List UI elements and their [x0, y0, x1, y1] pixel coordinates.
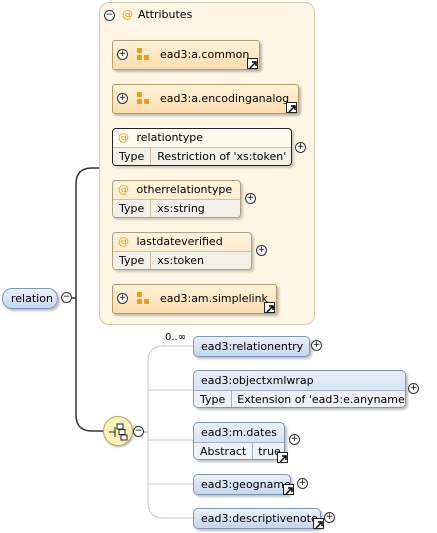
attribute-relationtype[interactable]: @ relationtype Type Restriction of 'xs:t…	[112, 128, 292, 166]
expand-button[interactable]: +	[311, 340, 322, 351]
attribute-label: otherrelationtype	[136, 183, 233, 196]
element-label: ead3:m.dates	[201, 426, 277, 439]
reference-arrow-icon[interactable]	[264, 302, 275, 313]
expand-icon: +	[118, 49, 127, 59]
attribute-group-icon	[137, 48, 149, 60]
root-to-attributes-line	[72, 167, 110, 299]
element-type-value: Extension of 'ead3:e.anyname'	[237, 393, 406, 406]
reference-arrow-icon[interactable]	[277, 452, 288, 463]
expand-icon: +	[325, 512, 334, 522]
reference-arrow-icon[interactable]	[283, 484, 294, 495]
attribute-group-icon	[137, 92, 149, 104]
attribute-group-label: ead3:am.simplelink	[160, 292, 268, 305]
expand-icon: +	[257, 245, 266, 255]
attribute-at-icon: @	[118, 183, 129, 196]
collapse-icon: −	[62, 292, 71, 302]
attribute-at-icon: @	[118, 235, 129, 248]
sequence-branch-line	[147, 345, 164, 519]
attribute-group-label: ead3:a.common	[160, 48, 250, 61]
attribute-group-a-common[interactable]	[112, 40, 260, 70]
expand-button[interactable]: +	[117, 293, 128, 304]
element-label: ead3:descriptivenote	[201, 512, 318, 525]
attributes-collapse-button[interactable]: −	[104, 10, 115, 21]
attribute-lastdateverified[interactable]: @ lastdateverified Type xs:token	[112, 232, 252, 270]
element-descriptivenote[interactable]: ead3:descriptivenote	[193, 508, 321, 529]
element-type-key: Abstract	[194, 443, 254, 459]
collapse-icon: −	[134, 426, 143, 436]
expand-icon: +	[118, 293, 127, 303]
element-type-key: Type	[194, 391, 233, 407]
collapse-icon: −	[105, 10, 114, 20]
attribute-type-key: Type	[113, 148, 152, 165]
expand-icon: +	[409, 383, 418, 393]
reference-arrow-icon[interactable]	[247, 58, 258, 69]
expand-icon: +	[290, 434, 299, 444]
attribute-group-a-encodinganalog[interactable]	[112, 84, 299, 114]
expand-icon: +	[298, 478, 307, 488]
expand-button[interactable]: +	[256, 245, 267, 256]
attributes-header: Attributes	[138, 8, 193, 21]
reference-arrow-icon[interactable]	[313, 518, 324, 529]
expand-button[interactable]: +	[245, 193, 256, 204]
attribute-group-icon	[137, 292, 149, 304]
attribute-label: relationtype	[136, 131, 204, 144]
root-to-sequence-line	[75, 298, 103, 432]
expand-button[interactable]: +	[117, 93, 128, 104]
expand-icon: +	[312, 340, 321, 350]
element-label: ead3:objectxmlwrap	[201, 374, 314, 387]
attribute-type-value: xs:string	[157, 202, 205, 215]
root-collapse-button[interactable]: −	[61, 292, 72, 303]
element-type-value: true	[258, 445, 281, 458]
element-m-dates[interactable]: ead3:m.dates Abstract true	[193, 422, 285, 460]
element-relationentry[interactable]: ead3:relationentry	[193, 336, 310, 357]
attribute-type-value: Restriction of 'xs:token'	[157, 150, 287, 163]
expand-button[interactable]: +	[324, 512, 335, 523]
element-geogname[interactable]: ead3:geogname	[193, 474, 291, 495]
element-label: ead3:relationentry	[201, 340, 304, 353]
attribute-at-icon: @	[122, 8, 133, 21]
expand-button[interactable]: +	[289, 434, 300, 445]
expand-button[interactable]: +	[295, 142, 306, 153]
expand-button[interactable]: +	[297, 478, 308, 489]
expand-button[interactable]: +	[408, 383, 419, 394]
sequence-cardinality: 0..∞	[165, 332, 187, 343]
expand-icon: +	[118, 93, 127, 103]
attribute-otherrelationtype[interactable]: @ otherrelationtype Type xs:string	[112, 180, 241, 218]
attribute-label: lastdateverified	[136, 235, 223, 248]
sequence-collapse-button[interactable]: −	[133, 426, 144, 437]
expand-icon: +	[246, 193, 255, 203]
attribute-type-key: Type	[113, 252, 152, 269]
sequence-compositor-icon[interactable]	[103, 416, 133, 446]
attribute-type-key: Type	[113, 200, 152, 217]
element-label: ead3:geogname	[201, 478, 291, 491]
expand-icon: +	[296, 142, 305, 152]
element-objectxmlwrap[interactable]: ead3:objectxmlwrap Type Extension of 'ea…	[193, 370, 406, 408]
attribute-group-label: ead3:a.encodinganalog	[160, 92, 290, 105]
attribute-at-icon: @	[118, 131, 129, 144]
root-element-relation[interactable]: relation	[2, 288, 58, 309]
expand-button[interactable]: +	[117, 49, 128, 60]
root-element-label: relation	[11, 292, 53, 305]
attribute-type-value: xs:token	[157, 254, 204, 267]
reference-arrow-icon[interactable]	[286, 102, 297, 113]
